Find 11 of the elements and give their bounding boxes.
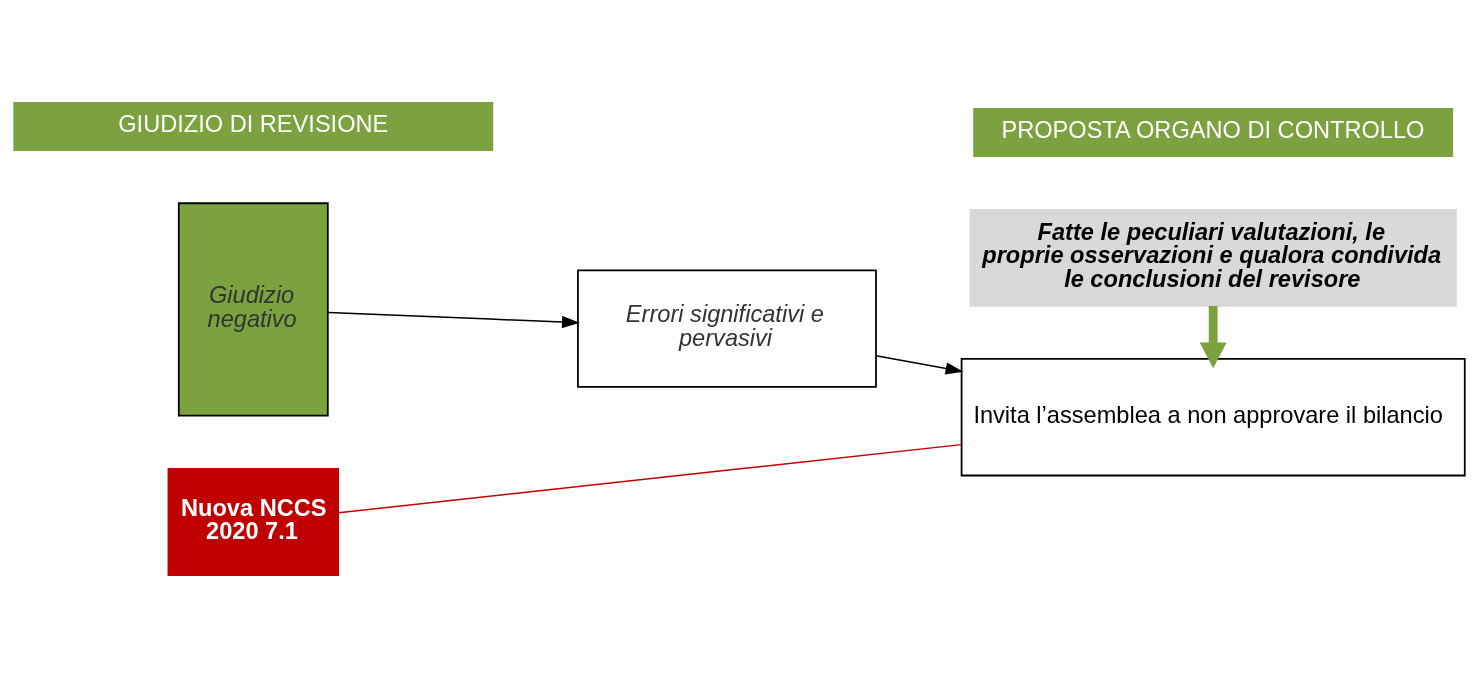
arrow: [875, 354, 964, 375]
node-box: GIUDIZIO DI REVISIONE: [13, 101, 494, 151]
node-box: Invita l’assemblea a non approvare il bilancio: [960, 357, 1466, 476]
connector: [337, 443, 963, 514]
arrow: [327, 311, 580, 328]
node-box: PROPOSTA ORGANO DI CONTROLLO: [973, 107, 1454, 157]
node-box: Errori significativi e pervasivi: [577, 269, 877, 388]
node-box: Nuova NCCS 2020 7.1: [167, 467, 339, 576]
node-box: Fatte le peculiari valutazioni, le proprie osservazioni e qualora condivida le conclusioni del revisore: [969, 208, 1457, 307]
node-box: Giudizio negativo: [177, 201, 329, 417]
arrow: [1199, 305, 1227, 368]
